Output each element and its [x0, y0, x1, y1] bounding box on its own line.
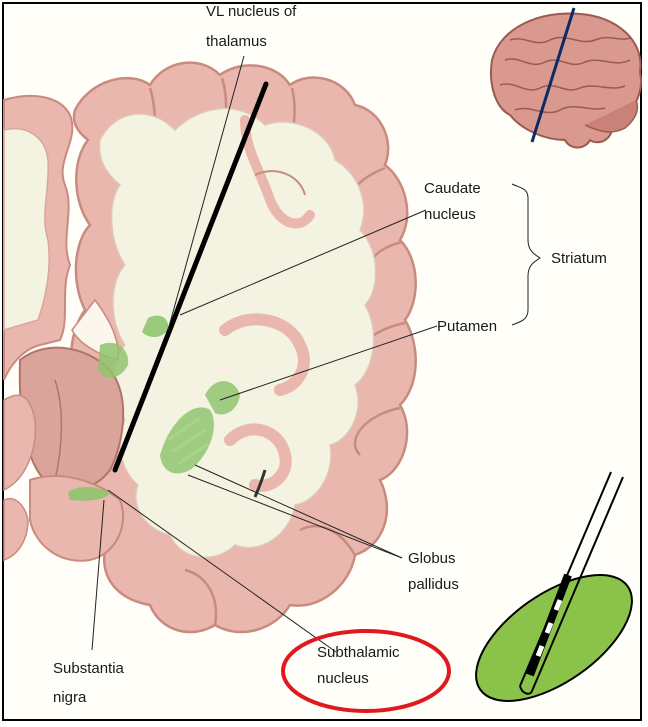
label-vl-nucleus-line1: VL nucleus of	[206, 3, 297, 20]
label-substantia-line1: Substantia	[53, 660, 125, 677]
label-globus-line2: pallidus	[408, 576, 459, 593]
label-subthalamic-line2: nucleus	[317, 670, 369, 687]
label-caudate-line1: Caudate	[424, 180, 481, 197]
dbs-electrode-icon	[455, 472, 648, 726]
brain-lateral-view-icon	[491, 8, 641, 148]
label-putamen: Putamen	[437, 318, 497, 335]
label-subthalamic-line1: Subthalamic	[317, 644, 400, 661]
label-caudate-line2: nucleus	[424, 206, 476, 223]
label-striatum: Striatum	[551, 250, 607, 267]
coronal-section	[4, 63, 416, 632]
label-vl-nucleus-line2: thalamus	[206, 33, 267, 50]
label-globus-line1: Globus	[408, 550, 456, 567]
label-substantia-line2: nigra	[53, 689, 87, 706]
